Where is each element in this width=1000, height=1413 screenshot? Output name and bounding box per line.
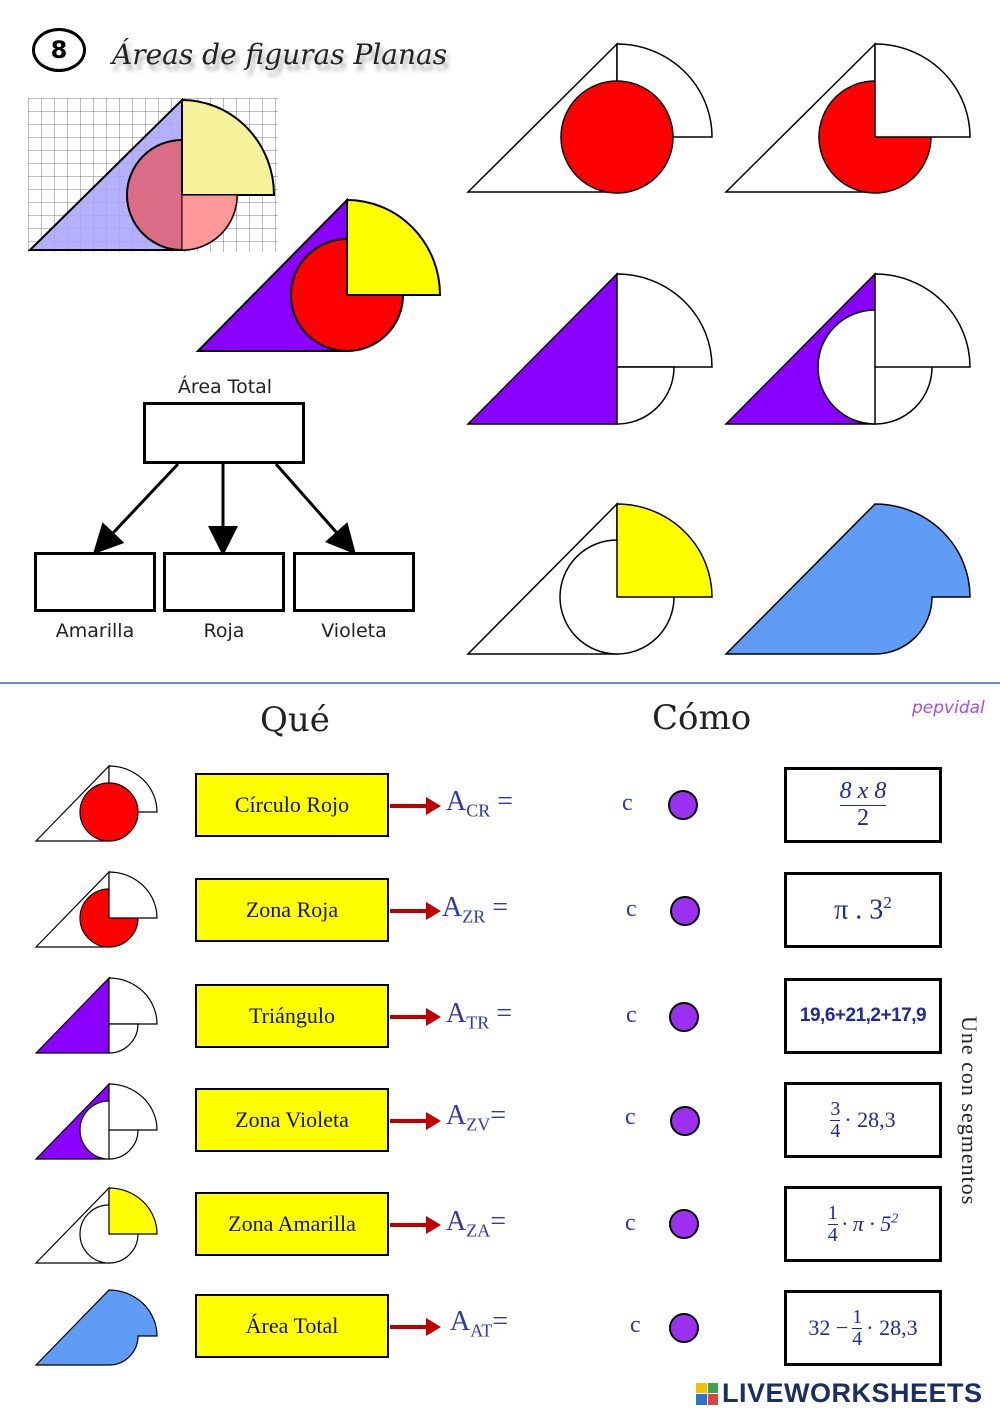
thumb-zone-yellow (34, 1186, 158, 1264)
formula-azv: AZV= (446, 1100, 507, 1135)
formula-acr: ACR = (446, 786, 514, 821)
connect-dot-4[interactable] (670, 1106, 700, 1136)
label-triangulo: Triángulo (195, 984, 389, 1048)
colored-figure (195, 197, 442, 352)
figure-zone-violet (724, 272, 971, 425)
connect-dot-5[interactable] (669, 1209, 699, 1239)
answer-box-3[interactable]: 19,6+21,2+17,9 (784, 978, 942, 1054)
thumb-triangle (34, 976, 158, 1054)
instruction-vertical: Une con segmentos (957, 1016, 982, 1206)
label-circulo-rojo: Círculo Rojo (195, 773, 389, 837)
formula-azr: AZR = (442, 892, 509, 927)
yellow-area-box[interactable] (34, 552, 156, 612)
column-header-como: Cómo (652, 698, 752, 738)
label-area-total: Área Total (195, 1294, 389, 1358)
connect-dot-2[interactable] (670, 896, 700, 926)
check-mark: c (630, 1312, 641, 1338)
tree-top-label: Área Total (177, 376, 273, 398)
liveworksheets-logo: LIVEWORKSHEETS (696, 1378, 983, 1409)
red-area-box[interactable] (163, 552, 285, 612)
check-mark: c (625, 1210, 636, 1236)
page-title: Áreas de figuras Planas (112, 38, 448, 71)
row-arrow (390, 797, 441, 815)
tree-label-violeta: Violeta (321, 620, 387, 642)
tree-label-amarilla: Amarilla (55, 620, 135, 642)
violet-area-box[interactable] (293, 552, 415, 612)
label-zona-violeta: Zona Violeta (195, 1088, 389, 1152)
connect-dot-1[interactable] (668, 790, 698, 820)
check-mark: c (622, 790, 633, 816)
thumb-total-area (34, 1289, 158, 1366)
row-arrow (390, 1008, 441, 1026)
row-arrow (390, 902, 441, 920)
figure-zone-yellow (466, 502, 713, 655)
check-mark: c (625, 1104, 636, 1130)
figure-circle-red (466, 42, 713, 194)
formula-atr: ATR = (446, 998, 513, 1033)
figure-total-area (724, 503, 971, 655)
connect-dot-6[interactable] (669, 1313, 699, 1343)
answer-power: π . 32 (834, 893, 892, 926)
formula-aat: AAT= (450, 1306, 509, 1341)
label-zona-amarilla: Zona Amarilla (195, 1192, 389, 1256)
tree-label-roja: Roja (203, 620, 245, 642)
thumb-zone-red (34, 870, 158, 948)
author-credit: pepvidal (912, 698, 985, 718)
check-mark: c (626, 896, 637, 922)
thumb-zone-violet (34, 1082, 158, 1160)
exercise-number: 8 (32, 28, 86, 72)
check-mark: c (626, 1002, 637, 1028)
row-arrow (390, 1216, 441, 1234)
thumb-circle-red (34, 764, 158, 842)
grid-figure (27, 97, 278, 252)
figure-triangle (466, 272, 713, 425)
section-divider (0, 682, 1000, 684)
total-area-box[interactable] (143, 402, 305, 464)
connect-dot-3[interactable] (669, 1002, 699, 1032)
answer-box-2[interactable]: π . 32 (784, 872, 942, 948)
answer-sum: 19,6+21,2+17,9 (799, 1005, 927, 1026)
row-arrow (390, 1318, 441, 1336)
formula-aza: AZA= (446, 1206, 507, 1241)
column-header-que: Qué (260, 700, 330, 740)
label-zona-roja: Zona Roja (195, 878, 389, 942)
tree-arrows (92, 462, 356, 556)
row-arrow (390, 1112, 441, 1130)
logo-icon (696, 1382, 718, 1405)
figure-zone-red (724, 42, 971, 194)
